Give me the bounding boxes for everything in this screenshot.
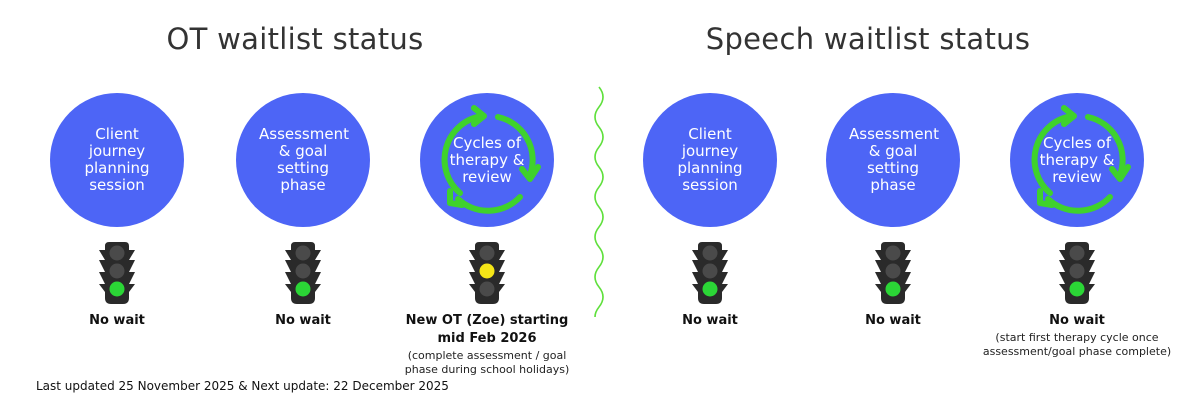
wait-status: No wait xyxy=(865,313,921,328)
stage-label: Cycles of therapy & review xyxy=(1039,133,1115,186)
stage-label: Client journey planning session xyxy=(84,125,150,194)
wait-status: No wait xyxy=(89,313,145,328)
stage-label: Cycles of therapy & review xyxy=(449,133,525,186)
stage-label: Assessment & goal setting phase xyxy=(849,125,939,194)
stage-label: Client journey planning session xyxy=(677,125,743,194)
traffic-light-yellow-icon xyxy=(469,242,505,304)
traffic-light-green-icon xyxy=(99,242,135,304)
last-updated-text: Last updated 25 November 2025 & Next upd… xyxy=(36,379,449,393)
cycle-arrows-icon xyxy=(1031,105,1131,214)
ot-section-title: OT waitlist status xyxy=(166,22,424,56)
cycle-arrows-icon xyxy=(441,105,541,214)
stage-circle: Cycles of therapy & review xyxy=(420,93,554,227)
traffic-light-green-icon xyxy=(692,242,728,304)
status-note: (complete assessment / goal phase during… xyxy=(404,349,570,376)
stage-column: Cycles of therapy & review New OT (Zoe) … xyxy=(392,93,582,377)
wait-status: No wait xyxy=(275,313,331,328)
stage-label: Assessment & goal setting phase xyxy=(259,125,349,194)
stage-column: Assessment & goal setting phase No wait xyxy=(208,93,398,330)
stage-column: Assessment & goal setting phase No wait xyxy=(798,93,988,330)
stage-column: Client journey planning session No wait xyxy=(22,93,212,330)
traffic-light-green-icon xyxy=(285,242,321,304)
stage-circle: Cycles of therapy & review xyxy=(1010,93,1144,227)
status-note: (start first therapy cycle once assessme… xyxy=(982,331,1172,358)
stage-circle: Assessment & goal setting phase xyxy=(236,93,370,227)
traffic-light-green-icon xyxy=(875,242,911,304)
speech-section-title: Speech waitlist status xyxy=(705,22,1031,56)
stage-circle: Assessment & goal setting phase xyxy=(826,93,960,227)
stage-circle: Client journey planning session xyxy=(50,93,184,227)
stage-column: Cycles of therapy & review No wait (star… xyxy=(982,93,1172,359)
wait-status: New OT (Zoe) starting mid Feb 2026 xyxy=(405,313,569,346)
traffic-light-green-icon xyxy=(1059,242,1095,304)
stage-column: Client journey planning session No wait xyxy=(615,93,805,330)
wait-status: No wait xyxy=(682,313,738,328)
wait-status: No wait xyxy=(1049,313,1105,328)
stage-circle: Client journey planning session xyxy=(643,93,777,227)
wavy-divider xyxy=(594,86,604,317)
